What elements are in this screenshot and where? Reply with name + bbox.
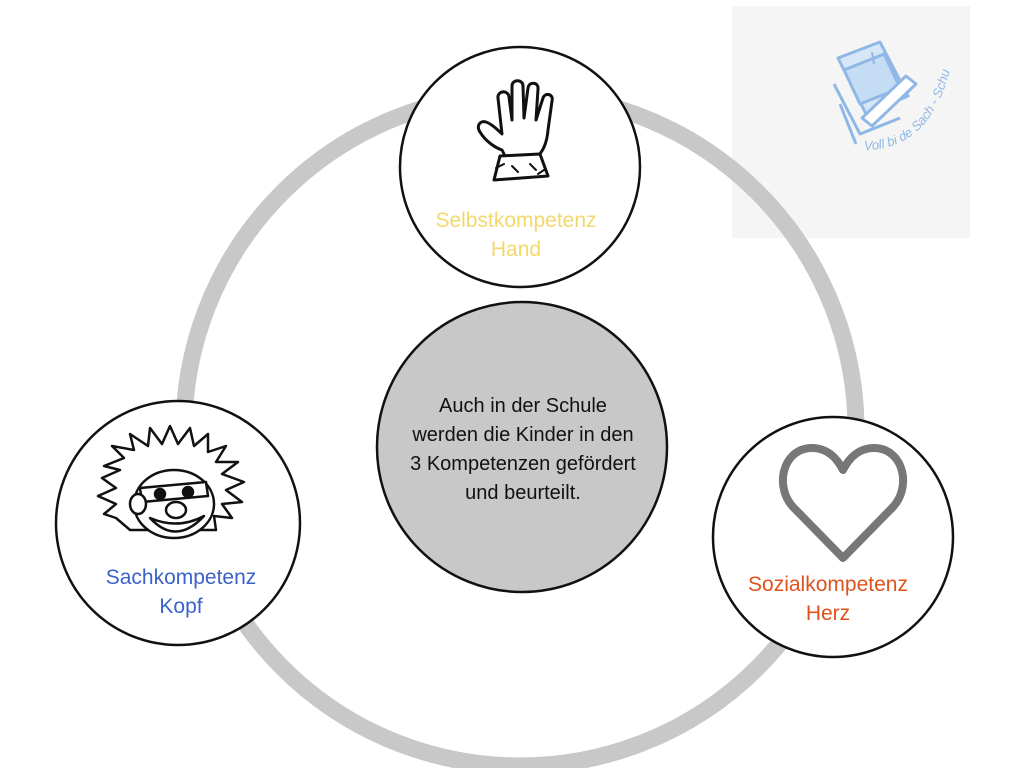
hand-icon — [476, 79, 554, 182]
label-sozialkompetenz: Sozialkompetenz Herz — [712, 570, 944, 628]
heart-icon — [778, 444, 908, 562]
center-text: Auch in der Schule werden die Kinder in … — [380, 392, 666, 508]
label-title: Sachkompetenz — [105, 566, 257, 589]
label-subtitle: Hand — [490, 238, 542, 261]
label-title: Selbstkompetenz — [435, 209, 597, 232]
center-text-line: 3 Kompetenzen gefördert — [410, 453, 636, 475]
label-selbstkompetenz: Selbstkompetenz Hand — [400, 206, 632, 264]
center-text-line: Auch in der Schule — [439, 395, 607, 417]
label-subtitle: Herz — [805, 602, 851, 625]
label-subtitle: Kopf — [159, 595, 203, 618]
cartoon-head-icon — [96, 424, 246, 540]
center-text-line: und beurteilt. — [465, 482, 581, 504]
center-text-line: werden die Kinder in den — [412, 424, 634, 446]
label-sachkompetenz: Sachkompetenz Kopf — [56, 563, 306, 621]
label-title: Sozialkompetenz — [748, 573, 908, 596]
node-circle-heart — [711, 415, 955, 659]
book-pencil-logo-icon — [832, 40, 918, 145]
center-circle — [375, 300, 669, 594]
